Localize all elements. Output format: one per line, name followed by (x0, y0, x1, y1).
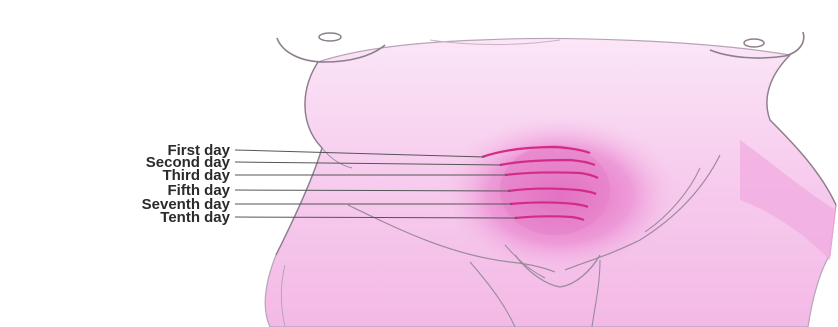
label-third-day: Third day (30, 168, 230, 183)
left-nipple (319, 33, 341, 41)
label-tenth-day: Tenth day (30, 210, 230, 225)
right-nipple (744, 39, 764, 47)
